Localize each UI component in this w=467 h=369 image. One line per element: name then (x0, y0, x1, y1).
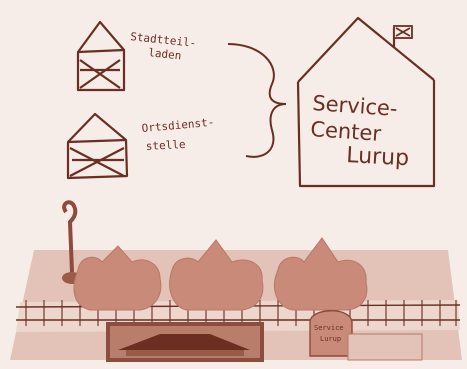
house-cutouts (74, 238, 367, 310)
service-center-line3: Lurup (346, 143, 410, 171)
service-center-line2: Center (310, 117, 383, 146)
building-photo (106, 322, 264, 362)
flag-icon (394, 26, 412, 38)
service-sign-line1: Service (314, 324, 344, 332)
service-sign-line2: Lurup (320, 335, 341, 343)
label-ortsdienststelle-line2: stelle (145, 138, 185, 153)
